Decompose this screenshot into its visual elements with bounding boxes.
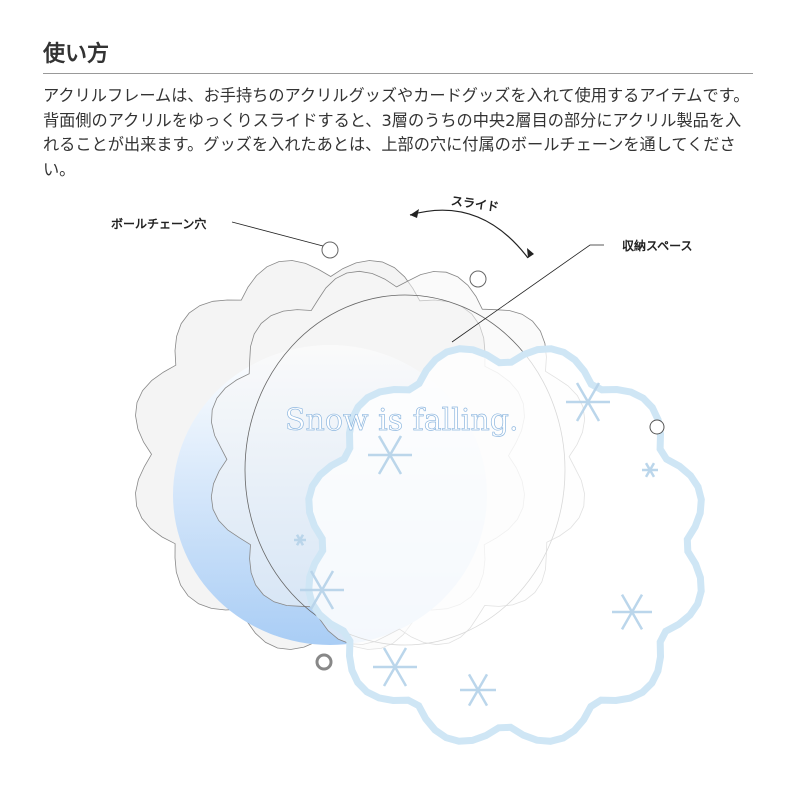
snowflake-decorations: [294, 382, 658, 707]
snowflake-icon: [630, 611, 644, 630]
chain-hole-back: [321, 241, 339, 259]
chain-hole-ring: [315, 653, 333, 671]
snowflake-icon: [377, 435, 392, 456]
snowflake-icon: [382, 647, 397, 668]
snowflake-icon: [382, 666, 397, 687]
description: アクリルフレームは、お手持ちのアクリルグッズやカードグッズを入れて使用するアイテ…: [43, 86, 750, 179]
chain-hole-middle: [469, 270, 487, 288]
snowflake-icon: [298, 534, 305, 541]
label-storage: 収納スペース: [622, 239, 693, 253]
snowflake-icon: [467, 673, 480, 691]
snowflake-icon: [467, 689, 480, 707]
snowflake-icon: [393, 647, 408, 668]
snowflake-icon: [309, 589, 324, 610]
slide-arrowheads-icon: [410, 209, 534, 258]
chain-hole-leader-line: [231, 221, 324, 247]
snowflake-icon: [620, 611, 634, 630]
snowflake-icon: [476, 673, 489, 691]
snowflake-icon: [388, 435, 403, 456]
label-chain-hole: ボールチェーン穴: [111, 217, 207, 231]
snowflake-icon: [648, 462, 656, 471]
snowflake-icon: [630, 594, 644, 613]
artwork-text: Snow is falling.: [285, 403, 519, 438]
snowflake-icon: [476, 689, 489, 707]
chain-hole-front: [649, 419, 665, 435]
snowflake-icon: [575, 401, 590, 422]
snowflake-icon: [586, 401, 601, 422]
snowflake-icon: [377, 454, 392, 475]
storage-leader-line: [451, 244, 604, 343]
snowflake-icon: [575, 382, 590, 403]
divider: [43, 73, 753, 74]
snowflake-icon: [620, 594, 634, 613]
snowflake-icon: [309, 570, 324, 591]
slide-arrow-icon: [409, 209, 529, 259]
snowflake-icon: [320, 570, 335, 591]
snowflake-icon: [393, 666, 408, 687]
front-acrylic-layer: [305, 345, 705, 745]
snowflake-icon: [320, 589, 335, 610]
snowflake-icon: [586, 382, 601, 403]
snowflake-icon: [388, 454, 403, 475]
page-title: 使い方: [43, 42, 110, 67]
